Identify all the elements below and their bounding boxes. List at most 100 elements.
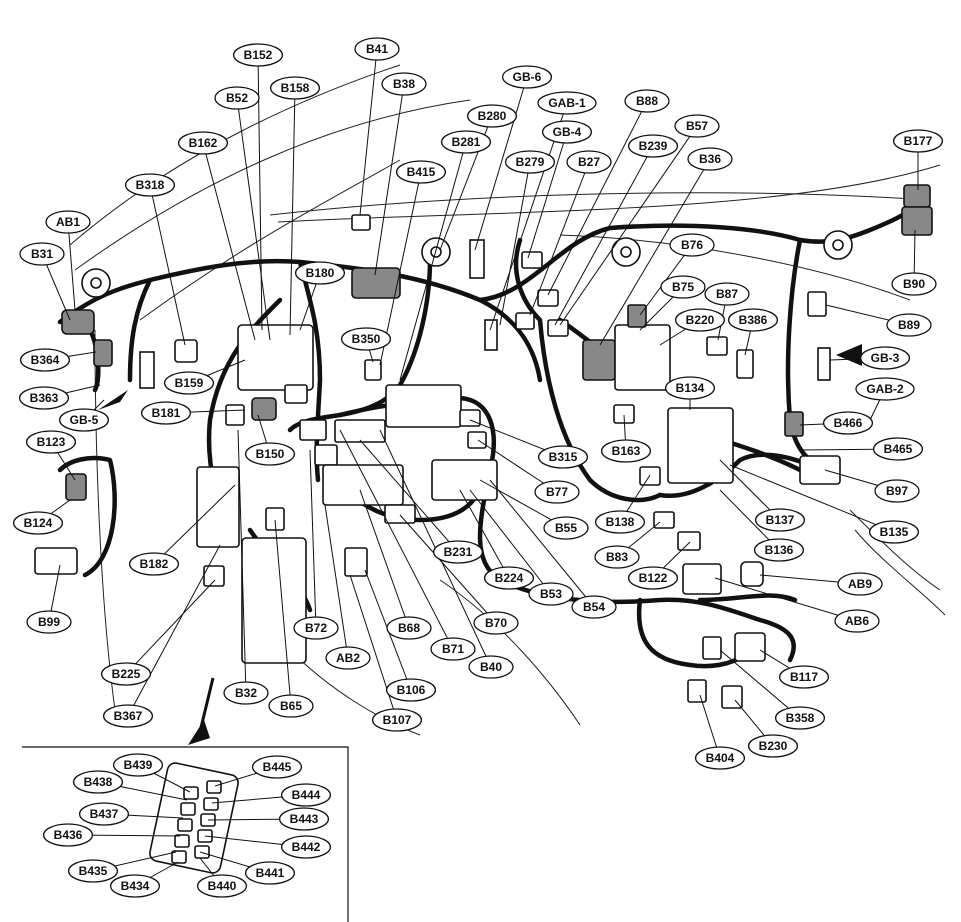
label-b415: B415 [395, 160, 447, 184]
label-b76: B76 [669, 233, 715, 257]
leader-b27 [529, 161, 590, 316]
leader-b72 [309, 449, 317, 629]
leader-b88 [547, 100, 648, 296]
label-b106: B106 [385, 678, 437, 702]
label-b41: B41 [354, 37, 400, 61]
label-b439: B439 [112, 753, 164, 777]
leader-b53 [469, 489, 552, 595]
leader-b367 [127, 544, 221, 717]
leader-b36 [599, 158, 711, 346]
svg-text:B239: B239 [639, 139, 668, 153]
label-gb-6: GB-6 [501, 65, 553, 89]
label-ab6: AB6 [834, 609, 880, 633]
label-b135: B135 [868, 520, 920, 544]
label-b136: B136 [753, 538, 805, 562]
svg-text:B38: B38 [393, 77, 415, 91]
svg-text:B137: B137 [766, 513, 795, 527]
label-b57: B57 [674, 114, 720, 138]
label-b443: B443 [278, 807, 330, 831]
leader-b68 [359, 489, 410, 629]
svg-text:B415: B415 [407, 165, 436, 179]
label-gb-4: GB-4 [541, 120, 593, 144]
label-ab2: AB2 [325, 646, 371, 670]
label-b68: B68 [386, 616, 432, 640]
svg-text:B434: B434 [121, 879, 150, 893]
svg-text:B445: B445 [263, 760, 292, 774]
svg-text:B363: B363 [30, 391, 59, 405]
svg-text:B71: B71 [442, 642, 464, 656]
svg-text:B72: B72 [305, 621, 327, 635]
label-b442: B442 [280, 835, 332, 859]
label-b75: B75 [660, 275, 706, 299]
label-b134: B134 [664, 376, 716, 400]
svg-text:B88: B88 [636, 94, 658, 108]
label-b315: B315 [537, 445, 589, 469]
label-b65: B65 [268, 694, 314, 718]
label-b404: B404 [694, 746, 746, 770]
leader-b225 [125, 579, 216, 675]
svg-text:B225: B225 [112, 667, 141, 681]
grommets [81, 230, 853, 298]
svg-text:B65: B65 [280, 699, 302, 713]
svg-text:B438: B438 [84, 775, 113, 789]
svg-text:AB1: AB1 [56, 215, 80, 229]
pointer-arrows [98, 344, 862, 745]
svg-text:B220: B220 [686, 313, 715, 327]
label-b38: B38 [381, 72, 427, 96]
svg-text:B136: B136 [765, 543, 794, 557]
svg-text:B364: B364 [31, 353, 60, 367]
svg-text:B315: B315 [549, 450, 578, 464]
label-b180: B180 [294, 261, 346, 285]
label-b225: B225 [100, 662, 152, 686]
label-gb-3: GB-3 [859, 346, 911, 370]
svg-text:B159: B159 [175, 376, 204, 390]
label-b107: B107 [371, 708, 423, 732]
svg-text:B443: B443 [290, 812, 319, 826]
label-b90: B90 [891, 272, 937, 296]
svg-text:B386: B386 [739, 313, 768, 327]
svg-text:B123: B123 [37, 435, 66, 449]
svg-text:B52: B52 [226, 91, 248, 105]
svg-text:AB9: AB9 [848, 577, 872, 591]
label-b31: B31 [19, 242, 65, 266]
label-b40: B40 [468, 655, 514, 679]
leader-b32 [237, 429, 247, 694]
label-b70: B70 [473, 611, 519, 635]
svg-text:B436: B436 [54, 828, 83, 842]
svg-text:GAB-2: GAB-2 [866, 382, 904, 396]
leader-gb-4 [527, 131, 568, 259]
svg-text:B87: B87 [716, 287, 738, 301]
label-b230: B230 [747, 734, 799, 758]
leader-b57 [559, 125, 698, 326]
svg-text:B231: B231 [444, 545, 473, 559]
svg-text:B367: B367 [114, 709, 143, 723]
svg-text:B440: B440 [208, 879, 237, 893]
svg-text:B279: B279 [516, 155, 545, 169]
svg-text:B68: B68 [398, 621, 420, 635]
svg-text:B152: B152 [244, 48, 273, 62]
label-b27: B27 [566, 150, 612, 174]
leader-b107 [349, 574, 398, 721]
svg-text:B177: B177 [904, 134, 933, 148]
svg-text:B36: B36 [699, 152, 721, 166]
label-b137: B137 [754, 508, 806, 532]
label-gab-2: GAB-2 [855, 377, 915, 401]
svg-text:B318: B318 [136, 178, 165, 192]
label-b77: B77 [534, 480, 580, 504]
leader-gb-6 [474, 76, 528, 251]
svg-text:B163: B163 [612, 444, 641, 458]
label-b159: B159 [163, 371, 215, 395]
label-b123: B123 [25, 430, 77, 454]
label-b71: B71 [430, 637, 476, 661]
svg-text:B135: B135 [880, 525, 909, 539]
label-b117: B117 [778, 665, 830, 689]
label-b54: B54 [571, 595, 617, 619]
leader-b158 [289, 87, 296, 336]
leader-b224 [459, 489, 510, 579]
leader-b281 [399, 141, 467, 381]
svg-text:B444: B444 [292, 788, 321, 802]
label-b224: B224 [483, 566, 535, 590]
svg-text:GAB-1: GAB-1 [548, 96, 586, 110]
